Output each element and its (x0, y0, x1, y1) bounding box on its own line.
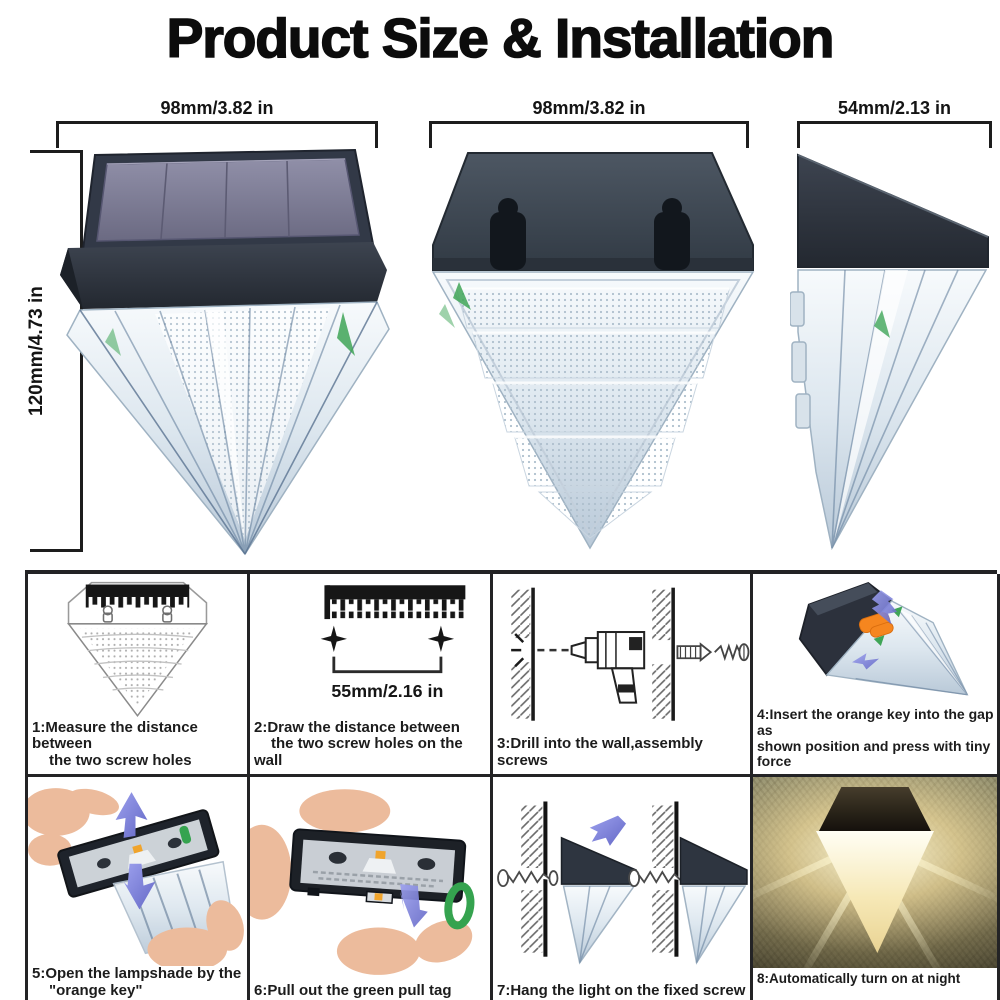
wall-anchor-icon (676, 642, 713, 663)
ruler-icon (324, 585, 466, 620)
back-mounting-plate (432, 152, 754, 271)
press-arrow-icons (852, 590, 898, 670)
night-photo (753, 777, 997, 968)
step-7-illustration (493, 777, 750, 983)
step-2-caption: 2:Draw the distance between the two scre… (254, 718, 463, 770)
front-view-illustration (60, 148, 390, 556)
solar-panel-top (81, 148, 375, 252)
screw-icon (714, 643, 750, 662)
front-width-bracket (56, 121, 378, 148)
screw-span-label: 55mm/2.16 in (331, 681, 443, 701)
step-5-caption: 5:Open the lampshade by the "orange key" (32, 965, 242, 1000)
side-wedge-top (797, 153, 989, 268)
step-4-illustration (753, 574, 997, 707)
lamp-housing-silhouette (819, 787, 931, 831)
step-7-cell: 7:Hang the light on the fixed screw (493, 777, 753, 1000)
pull-arrow-icon (400, 884, 428, 928)
open-arrow-icons (115, 792, 156, 910)
step-4-cell: 4:Insert the orange key into the gap as … (753, 574, 1000, 777)
cross-marker-icons (320, 625, 455, 652)
hand-bottom (147, 900, 244, 967)
step-1-caption: 1:Measure the distance between the two s… (32, 718, 198, 770)
keyhole-slots (490, 198, 690, 270)
orange-key (858, 612, 894, 638)
page-title: Product Size & Installation (166, 6, 835, 70)
side-crystal-body (790, 269, 988, 551)
light-crystal (562, 885, 636, 965)
step-3-caption: 3:Drill into the wall,assembly screws (497, 735, 703, 770)
front-width-label: 98mm/3.82 in (160, 98, 274, 118)
step-8-cell: 8:Automatically turn on at night (753, 777, 1000, 1000)
step-8-caption: 8:Automatically turn on at night (753, 968, 997, 1000)
lens-scribble (81, 633, 194, 691)
lens-texture (80, 628, 195, 707)
tilted-light-photo (798, 581, 969, 696)
side-width-bracket (797, 121, 992, 148)
green-pull-tag (179, 825, 192, 844)
step-2-cell: 55mm/2.16 in 2:Draw the distance between… (250, 574, 493, 777)
step-6-illustration (250, 777, 490, 983)
keyhole-outline-icons (102, 605, 173, 623)
step-5-cell: 5:Open the lampshade by the "orange key" (28, 777, 250, 1000)
step-3-illustration (493, 574, 750, 736)
hanging-tabs (790, 291, 811, 429)
installation-steps-grid: 1:Measure the distance between the two s… (25, 570, 1000, 1000)
side-view-illustration (790, 153, 989, 551)
step-6-caption: 6:Pull out the green pull tag (254, 982, 452, 1000)
side-width-label: 54mm/2.13 in (837, 98, 952, 118)
step-3-cell: 3:Drill into the wall,assembly screws (493, 574, 753, 777)
wall-right (652, 587, 675, 721)
step-7-caption: 7:Hang the light on the fixed screw (497, 982, 746, 1000)
step-4-caption: 4:Insert the orange key into the gap as … (757, 706, 994, 770)
housing-front-band (60, 242, 387, 309)
screw-icon (497, 869, 559, 888)
crystal-lens-front (431, 271, 755, 550)
step-6-cell: 6:Pull out the green pull tag (250, 777, 493, 1000)
step-1-cell: 1:Measure the distance between the two s… (28, 574, 250, 777)
hand-holding (250, 789, 473, 975)
hang-arrow-icon (589, 815, 627, 846)
crystal-diamond-body (66, 301, 390, 556)
light-wedge (560, 836, 637, 885)
step-2-illustration: 55mm/2.16 in (250, 574, 490, 720)
drill-icon (570, 631, 646, 704)
green-pull-tag (444, 882, 475, 930)
back-view-illustration (431, 152, 755, 550)
housing-inner-view (289, 828, 467, 904)
led-chip (375, 850, 386, 860)
opened-housing (57, 809, 220, 898)
wall-left (511, 587, 535, 721)
height-label: 120mm/4.73 in (26, 286, 47, 416)
diagram-hang-before (497, 801, 637, 965)
ruler-icon (85, 584, 190, 608)
step-5-illustration (28, 777, 247, 967)
step-1-illustration (28, 574, 247, 720)
back-width-bracket (429, 121, 749, 148)
back-width-label: 98mm/3.82 in (532, 98, 646, 118)
diagram-hang-after (628, 801, 748, 965)
span-bracket (332, 656, 443, 674)
